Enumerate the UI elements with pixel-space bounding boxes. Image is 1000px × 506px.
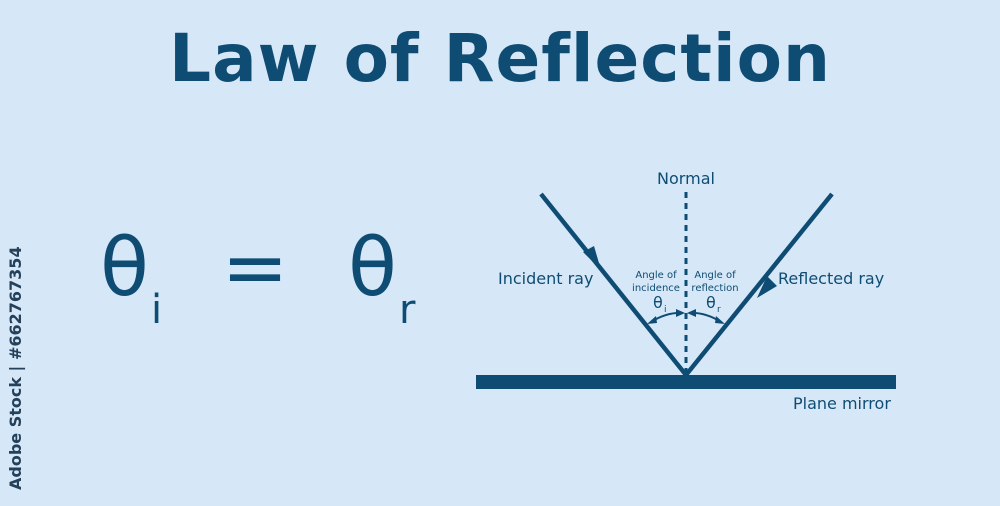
incident-ray-arrowhead bbox=[583, 246, 601, 270]
angle-incidence-label-line2: incidence bbox=[632, 283, 680, 294]
page-title: Law of Reflection bbox=[169, 20, 831, 97]
angle-reflection-arrow-right bbox=[715, 316, 725, 324]
normal-label: Normal bbox=[657, 169, 715, 188]
theta-r-subscript: r bbox=[398, 287, 416, 333]
reflection-equation: θi = θr bbox=[100, 221, 415, 331]
theta-i-symbol: θ bbox=[100, 221, 149, 314]
angle-incidence-arrow-right bbox=[676, 309, 685, 317]
angle-incidence-label-line1: Angle of bbox=[635, 270, 677, 281]
reflected-ray-arrowhead bbox=[757, 276, 777, 298]
plane-mirror-label: Plane mirror bbox=[793, 394, 891, 413]
angle-reflection-label-line2: reflection bbox=[691, 283, 738, 294]
angle-reflection-arrow-left bbox=[687, 309, 696, 317]
angle-incidence-arrow-left bbox=[647, 316, 657, 324]
reflected-ray bbox=[684, 192, 834, 377]
equals-sign: = bbox=[221, 221, 289, 314]
angle-reflection-label-line1: Angle of bbox=[694, 270, 736, 281]
incident-ray bbox=[539, 192, 688, 377]
reflected-ray-label: Reflected ray bbox=[778, 269, 884, 288]
incident-ray-label: Incident ray bbox=[498, 269, 593, 288]
theta-i-subscript: i bbox=[150, 287, 163, 333]
theta-r-diagram-subscript: r bbox=[717, 305, 721, 315]
theta-i-diagram-subscript: i bbox=[664, 305, 667, 315]
theta-i-diagram-symbol: θ bbox=[653, 293, 663, 312]
theta-r-diagram-symbol: θ bbox=[706, 293, 716, 312]
theta-r-symbol: θ bbox=[347, 221, 397, 314]
plane-mirror bbox=[476, 375, 896, 389]
